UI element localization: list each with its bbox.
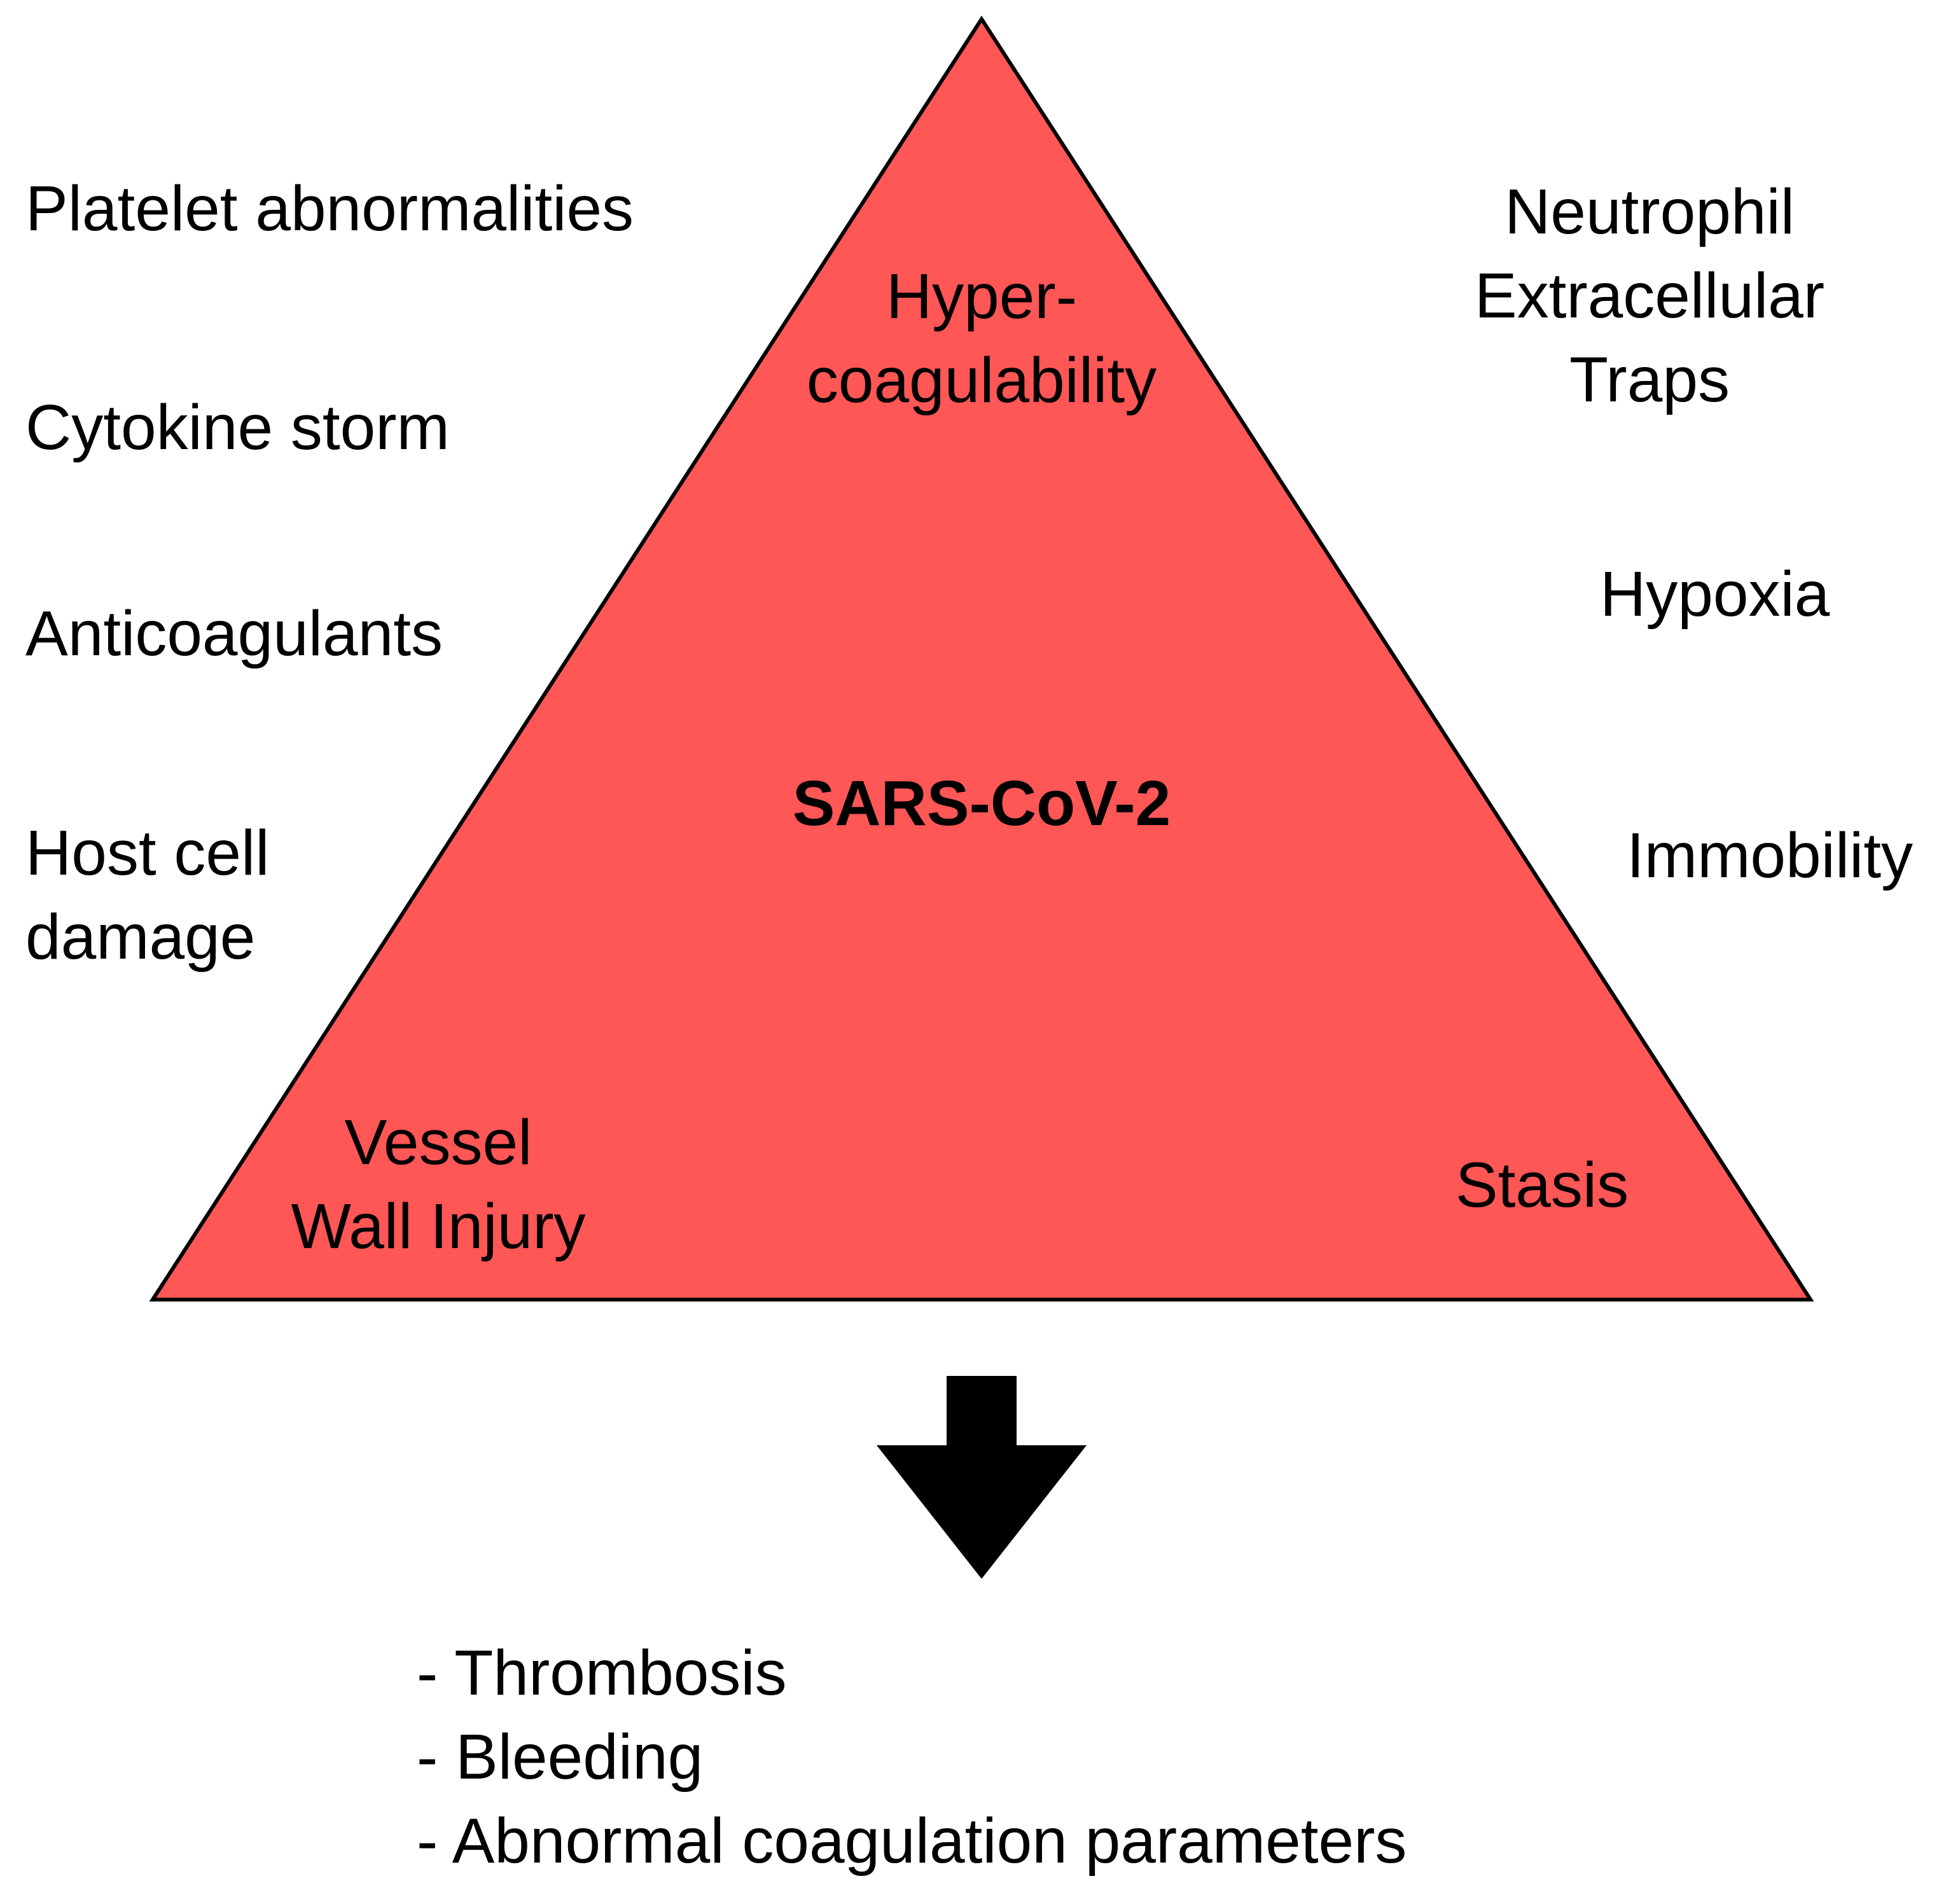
- virchow-triangle: [149, 15, 1814, 1302]
- down-arrow-icon: [877, 1376, 1087, 1579]
- left-factor-host-cell: Host cell damage: [25, 817, 270, 973]
- left-factor-cytokine: Cytokine storm: [25, 392, 450, 463]
- left-factor-platelet: Platelet abnormalities: [25, 173, 634, 244]
- corner-top-label: Hyper- coagulability: [806, 261, 1157, 416]
- left-factor-anticoagulants: Anticoagulants: [25, 598, 443, 669]
- center-label: SARS-CoV-2: [792, 768, 1171, 839]
- corner-bottom-right-label: Stasis: [1455, 1149, 1629, 1221]
- right-factor-net: Neutrophil Extracellular Traps: [1474, 176, 1825, 415]
- right-factor-hypoxia: Hypoxia: [1600, 559, 1830, 630]
- outcome-item: - Abnormal coagulation parameters: [417, 1805, 1407, 1877]
- outcome-item: - Thrombosis: [417, 1637, 787, 1709]
- right-factor-immobility: Immobility: [1627, 820, 1914, 891]
- corner-bottom-left-label: Vessel Wall Injury: [291, 1107, 586, 1262]
- outcome-item: - Bleeding: [417, 1721, 704, 1793]
